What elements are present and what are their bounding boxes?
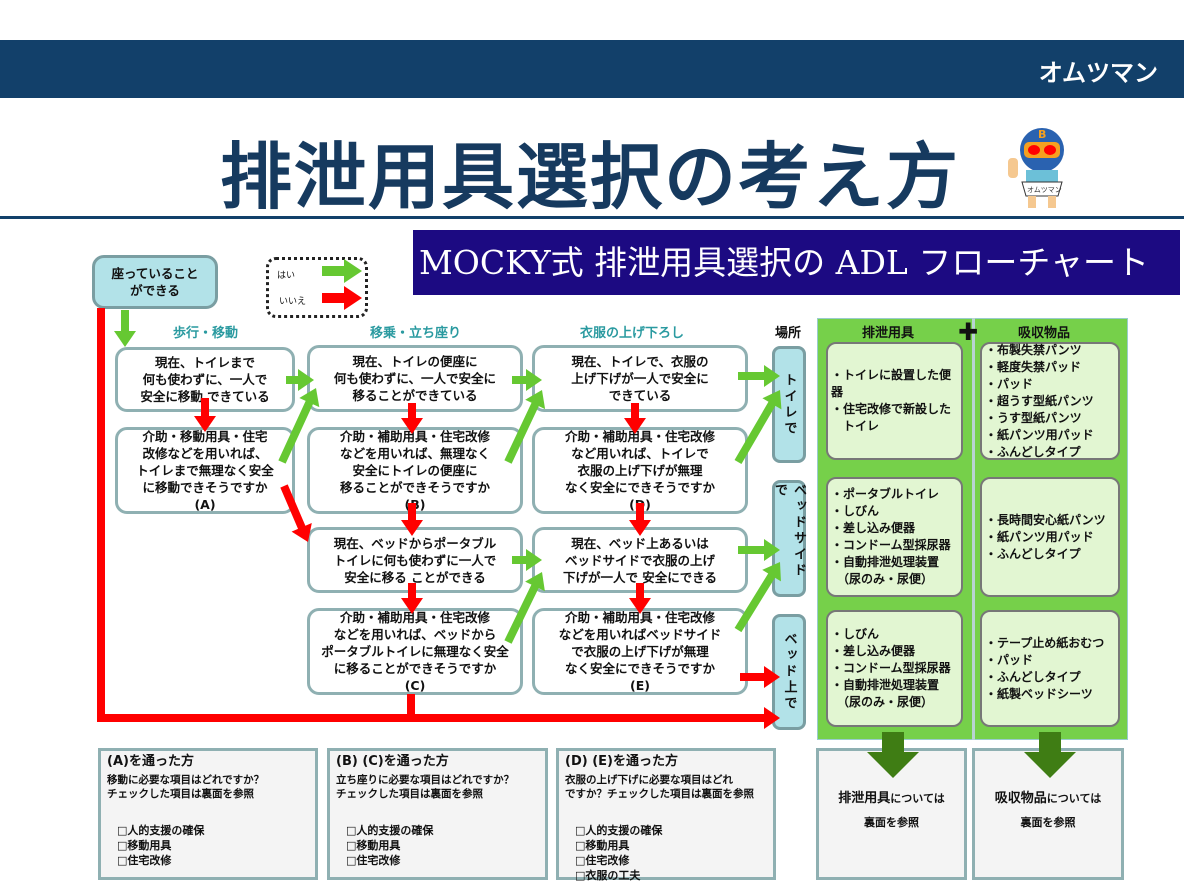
column-header-location: 場所	[775, 326, 802, 341]
panel-divider	[972, 318, 975, 740]
reference-bold: 吸収物品	[994, 791, 1047, 806]
title-divider	[0, 216, 1184, 219]
brand-name: オムツマン	[1038, 59, 1158, 87]
reference-bold: 排泄用具	[838, 791, 891, 806]
legend: はい いいえ	[266, 257, 368, 318]
absorbents-toilet: ・布製失禁パンツ ・軽度失禁パッド ・パッド ・超うす型紙パンツ ・うす型紙パン…	[980, 342, 1120, 460]
absorbents-bedside: ・長時間安心紙パンツ ・紙パンツ用パッド ・ふんどしタイプ	[980, 477, 1120, 597]
checkbox-item[interactable]: □住宅改修	[117, 854, 172, 867]
yes-arrow	[114, 310, 136, 347]
checklist-a: (A)を通った方 移動に必要な項目はどれですか？ チェックした項目は裏面を参照 …	[98, 748, 318, 880]
question-a1: 現在、トイレまで 何も使わずに、一人で 安全に移動 できている	[115, 347, 295, 412]
legend-yes-label: はい	[277, 271, 296, 281]
page-title: 排泄用具選択の考え方	[219, 135, 960, 219]
checkbox-item[interactable]: □移動用具	[575, 839, 630, 852]
question-d1: 現在、トイレで、衣服の 上げ下げが一人で安全に できている	[532, 345, 748, 412]
absorbents-reference: 吸収物品については 裏面を参照	[972, 748, 1124, 880]
checklist-de: (D) (E)を通った方 衣服の上げ下げに必要な項目はどれ ですか？チェックした…	[556, 748, 776, 882]
tools-bedside: ・ポータブルトイレ ・しびん ・差し込み便器 ・コンドーム型採尿器 ・自動排泄処…	[826, 477, 963, 597]
reference-rest: については	[1046, 792, 1102, 805]
question-c2: 介助・補助用具・住宅改修 などを用いれば、ベッドから ポータブルトイレに無理なく…	[307, 608, 523, 695]
reference-rest: については	[890, 792, 945, 805]
svg-text:オムツマン: オムツマン	[1027, 186, 1062, 194]
tools-header: 排泄用具	[862, 326, 915, 341]
checkbox-item[interactable]: □人的支援の確保	[575, 824, 663, 837]
checkbox-item[interactable]: □移動用具	[346, 839, 401, 852]
question-a2: 介助・移動用具・住宅 改修などを用いれば、 トイレまで無理なく安全 に移動できそ…	[115, 427, 295, 514]
plus-icon: ✚	[958, 318, 979, 346]
checklist-title: (B) (C)を通った方	[336, 754, 449, 769]
tools-reference: 排泄用具については 裏面を参照	[816, 748, 967, 880]
checklist-title: (D) (E)を通った方	[565, 754, 678, 769]
checkbox-item[interactable]: □人的支援の確保	[117, 824, 205, 837]
legend-no-label: いいえ	[279, 297, 307, 307]
question-b1: 現在、トイレの便座に 何も使わずに、一人で安全に 移ることができている	[307, 345, 523, 412]
checklist-question: 移動に必要な項目はどれですか？ チェックした項目は裏面を参照	[107, 774, 265, 800]
checklist-bc: (B) (C)を通った方 立ち座りに必要な項目はどれですか？ チェックした項目は…	[327, 748, 548, 880]
absorbents-header: 吸収物品	[1018, 326, 1071, 341]
checkbox-item[interactable]: □住宅改修	[346, 854, 401, 867]
location-bed: ベッド上で	[772, 614, 806, 730]
checkbox-item[interactable]: □衣服の工夫	[575, 869, 641, 882]
location-toilet: トイレで	[772, 346, 806, 463]
checkbox-item[interactable]: □住宅改修	[575, 854, 630, 867]
question-c1: 現在、ベッドからポータブル トイレに何も使わずに一人で 安全に移る ことができる	[307, 527, 523, 593]
column-header-walking: 歩行・移動	[173, 326, 239, 341]
column-header-transfer: 移乗・立ち座り	[370, 326, 462, 341]
reference-line2: 裏面を参照	[1020, 816, 1076, 829]
tools-bed: ・しびん ・差し込み便器 ・コンドーム型採尿器 ・自動排泄処理装置 （尿のみ・尿…	[826, 610, 963, 727]
no-arrow-to-bed	[97, 707, 780, 729]
svg-text:B: B	[1038, 128, 1046, 141]
question-d2: 介助・補助用具・住宅改修 など用いれば、トイレで 衣服の上げ下げが無理 なく安全…	[532, 427, 748, 514]
mascot-logo: B オムツマン	[1002, 122, 1080, 212]
question-e2: 介助・補助用具・住宅改修 などを用いればベッドサイド で衣服の上げ下げが無理 な…	[532, 608, 748, 695]
start-node: 座っていること ができる	[92, 255, 218, 309]
reference-line2: 裏面を参照	[864, 816, 919, 829]
checklist-question: 立ち座りに必要な項目はどれですか？ チェックした項目は裏面を参照	[336, 774, 515, 800]
tools-toilet: ・トイレに設置した便器 ・住宅改修で新設した トイレ	[826, 342, 963, 460]
column-header-clothing: 衣服の上げ下ろし	[580, 326, 685, 341]
question-e1: 現在、ベッド上あるいは ベッドサイドで衣服の上げ 下げが一人で 安全にできる	[532, 527, 748, 593]
question-b2: 介助・補助用具・住宅改修 などを用いれば、無理なく 安全にトイレの便座に 移るこ…	[307, 427, 523, 514]
flowchart-banner: MOCKY式 排泄用具選択の ADL フローチャート	[413, 230, 1180, 295]
location-bedside: ベッドサイドで	[772, 480, 806, 597]
checklist-question: 衣服の上げ下げに必要な項目はどれ ですか？チェックした項目は裏面を参照	[565, 774, 754, 800]
top-bar: オムツマン	[0, 40, 1184, 98]
checkbox-item[interactable]: □移動用具	[117, 839, 172, 852]
checkbox-item[interactable]: □人的支援の確保	[346, 824, 434, 837]
absorbents-bed: ・テープ止め紙おむつ ・パッド ・ふんどしタイプ ・紙製ベッドシーツ	[980, 610, 1120, 727]
checklist-title: (A)を通った方	[107, 754, 194, 769]
